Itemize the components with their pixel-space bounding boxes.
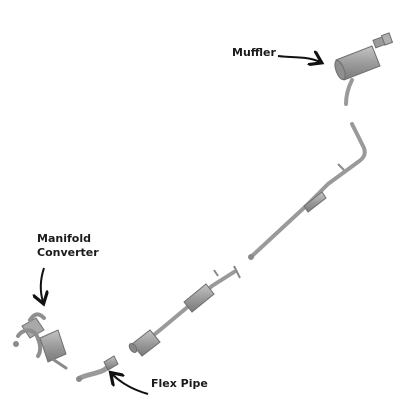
flex-pipe <box>76 355 119 382</box>
pointer-arrow <box>41 267 44 302</box>
manifold-label-line1: Manifold <box>37 232 91 245</box>
catalytic-converter <box>128 329 161 357</box>
tailpipe <box>248 122 367 260</box>
muffler-label: Muffler <box>232 46 276 59</box>
muffler-part <box>334 32 394 106</box>
pointer-arrow <box>112 374 149 395</box>
pointer-arrow <box>277 56 320 62</box>
manifold-converter <box>13 312 68 370</box>
flex-pipe-label: Flex Pipe <box>151 377 208 390</box>
manifold-label-line2: Converter <box>37 246 99 259</box>
resonator <box>148 265 241 340</box>
manifold-converter-label: Manifold Converter <box>37 232 99 260</box>
